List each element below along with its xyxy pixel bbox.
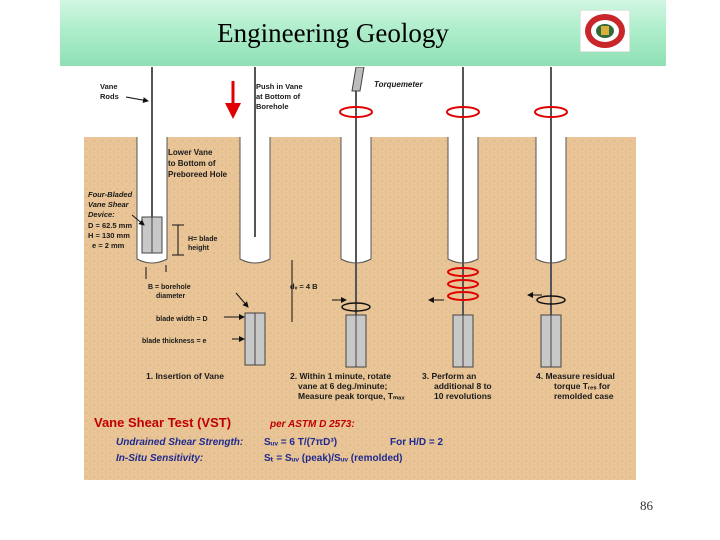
vst-reference: per ASTM D 2573: (269, 419, 355, 430)
rotation-arrows (339, 106, 568, 301)
vane-device-1 (141, 216, 163, 254)
vane-rotation-marks (341, 295, 566, 312)
strength-formula: Sᵤᵥ = 6 T/(7πD³) (264, 437, 337, 448)
leader-arrows (125, 96, 542, 342)
vst-title: Vane Shear Test (VST) (94, 415, 231, 430)
sensitivity-formula: Sₜ = Sᵤᵥ (peak)/Sᵤᵥ (remolded) (264, 453, 402, 464)
vane-blade-lines (254, 313, 552, 367)
university-logo (579, 9, 631, 53)
step-1-caption: 1. Insertion of Vane (146, 371, 224, 381)
label-device: Four-Bladed Vane Shear Device: D = 62.5 … (88, 190, 134, 250)
sensitivity-label: In-Situ Sensitivity: (116, 453, 203, 464)
push-arrow (225, 81, 241, 119)
slide-header: Engineering Geology (60, 0, 666, 66)
torquemeter-handle (351, 67, 365, 92)
label-blade-width: blade width = D (156, 316, 208, 323)
label-torquemeter: Torquemeter (374, 80, 423, 89)
page-number: 86 (640, 498, 653, 513)
label-blade-thickness: blade thickness = e (142, 338, 206, 345)
label-depth: dᵥ = 4 B (290, 282, 318, 291)
page-title: Engineering Geology (217, 18, 449, 48)
strength-label: Undrained Shear Strength: (116, 437, 243, 448)
hd-note: For H/D = 2 (390, 437, 444, 448)
